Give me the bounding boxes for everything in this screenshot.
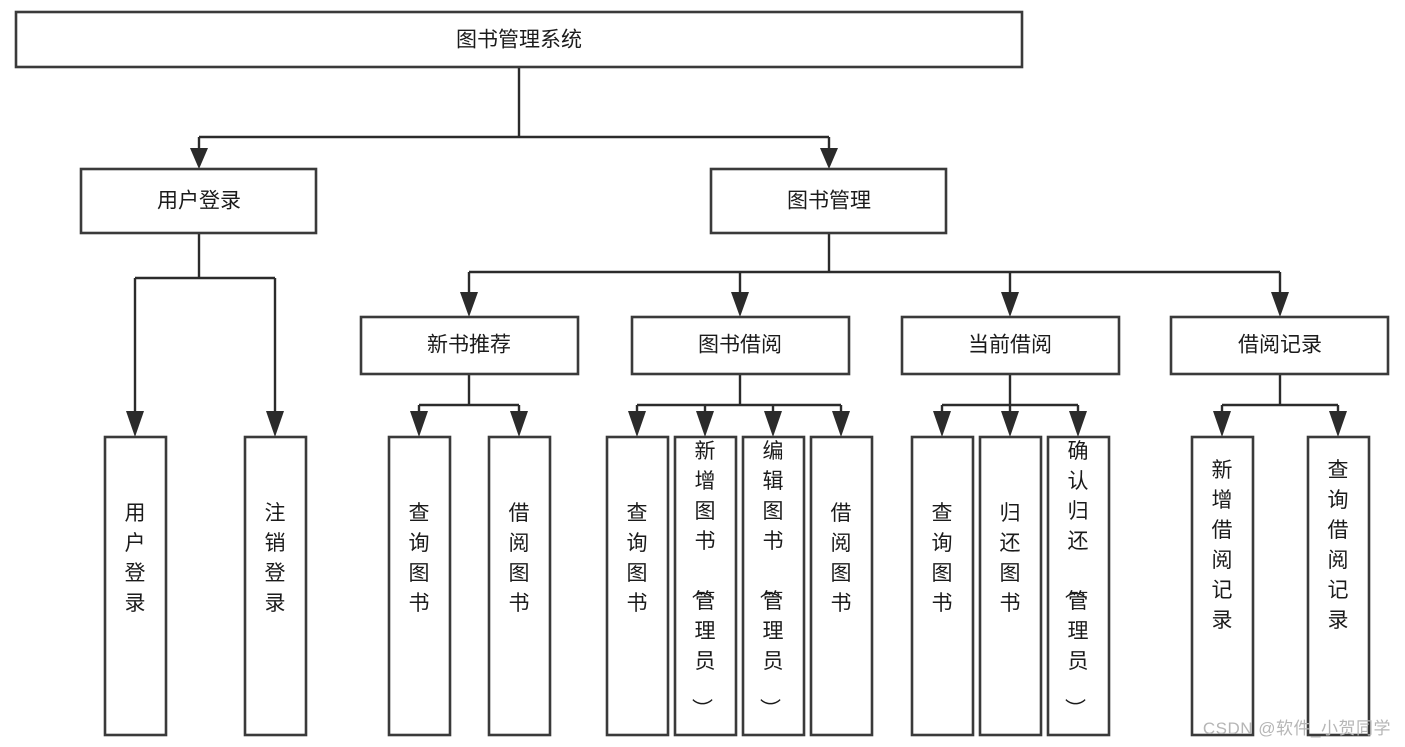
node-new-book-recommend[interactable]: 新书推荐 xyxy=(359,315,580,376)
node-leaf-borrow-book-1[interactable]: 借阅图书 xyxy=(487,435,552,737)
arrow-head-leaf-user-login xyxy=(126,411,144,437)
node-root-label: 图书管理系统 xyxy=(456,29,582,52)
node-book-management[interactable]: 图书管理 xyxy=(709,167,948,235)
node-leaf-borrow-book-2[interactable]: 借阅图书 xyxy=(809,435,874,737)
node-leaf-logout-login[interactable]: 注销登录 xyxy=(243,435,308,737)
arrow-head-user-login xyxy=(190,148,208,169)
node-current-borrow[interactable]: 当前借阅 xyxy=(900,315,1121,376)
watermark: CSDN @软件_小贺同学 xyxy=(1202,719,1391,738)
node-leaf-query-book-1[interactable]: 查询图书 xyxy=(387,435,452,737)
node-leaf-edit-book[interactable]: 编辑图书（管理员） xyxy=(741,435,806,737)
arrow-head-borrow-record xyxy=(1271,292,1289,317)
node-user-login-box[interactable] xyxy=(79,167,318,235)
node-book-management-label: 图书管理 xyxy=(787,190,871,213)
node-leaf-query-record-box[interactable] xyxy=(1306,435,1371,737)
node-book-borrow-box[interactable] xyxy=(630,315,851,376)
node-leaf-return-book-box[interactable] xyxy=(978,435,1043,737)
node-leaf-add-record-box[interactable] xyxy=(1190,435,1255,737)
node-user-login-label: 用户登录 xyxy=(157,190,241,213)
node-leaf-logout-login-label: 注销登录 xyxy=(265,502,286,615)
arrow-head-book-borrow xyxy=(731,292,749,317)
node-leaf-query-book-2-label: 查询图书 xyxy=(627,502,648,615)
arrow-head-leaf-query-book-1 xyxy=(410,411,428,437)
node-leaf-borrow-book-2-label: 借阅图书 xyxy=(831,502,852,615)
node-current-borrow-label: 当前借阅 xyxy=(968,334,1052,357)
node-leaf-add-book-box[interactable] xyxy=(673,435,738,737)
node-leaf-query-book-3-label: 查询图书 xyxy=(932,502,953,615)
arrow-head-book-management xyxy=(820,148,838,169)
node-leaf-query-book-2[interactable]: 查询图书 xyxy=(605,435,670,737)
node-leaf-query-record[interactable]: 查询借阅记录 xyxy=(1306,435,1371,737)
arrow-head-leaf-edit-book xyxy=(764,411,782,437)
arrow-head-leaf-query-book-2 xyxy=(628,411,646,437)
arrow-head-leaf-borrow-book-2 xyxy=(832,411,850,437)
node-leaf-return-book[interactable]: 归还图书 xyxy=(978,435,1043,737)
node-leaf-query-book-3-box[interactable] xyxy=(910,435,975,737)
node-leaf-add-book[interactable]: 新增图书（管理员） xyxy=(673,435,738,737)
node-borrow-record-box[interactable] xyxy=(1169,315,1390,376)
node-leaf-return-book-label: 归还图书 xyxy=(1000,502,1021,615)
node-leaf-confirm-return-label: 确认归还（管理员） xyxy=(1063,440,1089,719)
node-leaf-logout-login-box[interactable] xyxy=(243,435,308,737)
connector-layer xyxy=(126,67,1347,437)
node-book-borrow-label: 图书借阅 xyxy=(698,334,782,357)
node-current-borrow-box[interactable] xyxy=(900,315,1121,376)
arrow-head-leaf-return-book xyxy=(1001,411,1019,437)
node-leaf-borrow-book-2-box[interactable] xyxy=(809,435,874,737)
arrow-head-leaf-add-record xyxy=(1213,411,1231,437)
node-leaf-query-book-3[interactable]: 查询图书 xyxy=(910,435,975,737)
arrow-head-leaf-add-book xyxy=(696,411,714,437)
arrow-head-leaf-logout-login xyxy=(266,411,284,437)
node-root-box[interactable] xyxy=(14,10,1024,69)
node-leaf-query-book-2-box[interactable] xyxy=(605,435,670,737)
arrow-head-current-borrow xyxy=(1001,292,1019,317)
node-leaf-add-record[interactable]: 新增借阅记录 xyxy=(1190,435,1255,737)
node-leaf-add-record-label: 新增借阅记录 xyxy=(1212,459,1233,632)
node-leaf-user-login[interactable]: 用户登录 xyxy=(103,435,168,737)
arrow-head-leaf-confirm-return xyxy=(1069,411,1087,437)
node-leaf-edit-book-box[interactable] xyxy=(741,435,806,737)
node-leaf-user-login-label: 用户登录 xyxy=(125,502,146,615)
node-book-borrow[interactable]: 图书借阅 xyxy=(630,315,851,376)
node-root[interactable]: 图书管理系统 xyxy=(14,10,1024,69)
arrow-head-leaf-query-record xyxy=(1329,411,1347,437)
node-leaf-user-login-box[interactable] xyxy=(103,435,168,737)
arrow-head-new-book-recommend xyxy=(460,292,478,317)
node-leaf-confirm-return-box[interactable] xyxy=(1046,435,1111,737)
arrow-head-leaf-query-book-3 xyxy=(933,411,951,437)
node-user-login[interactable]: 用户登录 xyxy=(79,167,318,235)
node-leaf-borrow-book-1-box[interactable] xyxy=(487,435,552,737)
node-book-management-box[interactable] xyxy=(709,167,948,235)
node-new-book-recommend-box[interactable] xyxy=(359,315,580,376)
node-leaf-query-book-1-label: 查询图书 xyxy=(409,502,430,615)
node-borrow-record-label: 借阅记录 xyxy=(1238,334,1322,357)
node-leaf-borrow-book-1-label: 借阅图书 xyxy=(509,502,530,615)
node-leaf-query-record-label: 查询借阅记录 xyxy=(1328,459,1349,632)
node-borrow-record[interactable]: 借阅记录 xyxy=(1169,315,1390,376)
node-new-book-recommend-label: 新书推荐 xyxy=(427,334,511,357)
node-leaf-confirm-return[interactable]: 确认归还（管理员） xyxy=(1046,435,1111,737)
node-leaf-query-book-1-box[interactable] xyxy=(387,435,452,737)
arrow-head-leaf-borrow-book-1 xyxy=(510,411,528,437)
node-leaf-edit-book-label: 编辑图书（管理员） xyxy=(758,440,784,719)
node-leaf-add-book-label: 新增图书（管理员） xyxy=(690,440,716,719)
